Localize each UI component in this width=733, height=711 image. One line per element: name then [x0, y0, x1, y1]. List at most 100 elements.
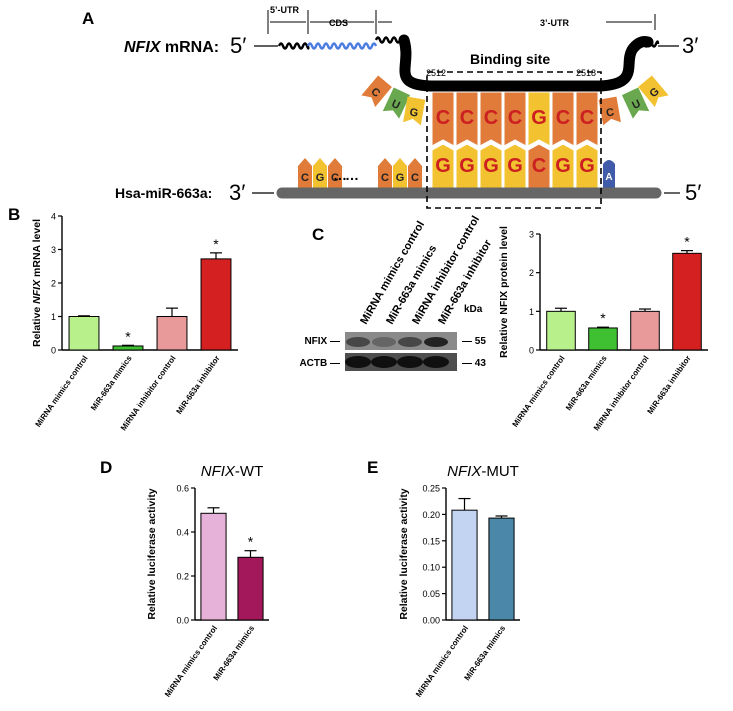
y-tick-label: 2 — [51, 279, 56, 289]
blot-band-nfix — [398, 337, 422, 347]
y-tick-label: 2 — [529, 268, 534, 278]
mirna-flank-base: G — [313, 158, 327, 188]
x-tick-label: MiRNA mimics control — [33, 354, 89, 429]
y-tick-label: 4 — [51, 212, 56, 222]
x-tick-label: MiR-663a inhibitor — [174, 354, 221, 416]
bar — [451, 509, 478, 621]
mrna-base — [455, 91, 479, 147]
blot-band-nfix — [372, 337, 396, 347]
svg-text:G: G — [316, 172, 325, 184]
blot-band-actb — [397, 356, 423, 368]
y-tick-label: 0.00 — [422, 616, 440, 626]
bar — [112, 345, 144, 351]
mrna-backbone — [398, 34, 654, 92]
panel-label-c: C — [312, 225, 324, 244]
blot-band-actb — [345, 356, 371, 368]
bar — [237, 556, 264, 621]
y-axis-label: Relative NFIX protein level — [498, 226, 510, 358]
significance-mark: * — [213, 236, 219, 252]
bar — [546, 310, 576, 351]
bar — [156, 316, 188, 351]
y-tick-label: 3 — [529, 230, 534, 240]
blot-size-43: — 43 — [462, 358, 486, 369]
x-tick-label: MiR-663a mimics — [212, 624, 257, 683]
mrna-flank-base: U — [382, 87, 411, 119]
y-tick-label: 0 — [51, 346, 56, 356]
svg-text:A: A — [605, 172, 612, 183]
pos-start: 2512 — [426, 68, 446, 78]
mirna-base — [551, 143, 575, 189]
bar — [68, 316, 100, 351]
mirna-flank-base: C — [378, 158, 392, 188]
y-tick-label: 0.15 — [422, 536, 440, 546]
y-tick-label: 0.10 — [422, 563, 440, 573]
mrna-base-letter: C — [460, 107, 474, 129]
mrna-flank-base: C — [598, 96, 621, 126]
mirna-base-a: A — [603, 160, 615, 188]
mrna-base — [527, 91, 551, 147]
mrna-base — [551, 91, 575, 147]
gap-dots: …… — [333, 167, 358, 183]
utr3-label: 3’-UTR — [540, 18, 570, 28]
mrna-base-letter: C — [556, 107, 570, 129]
x-tick-label: MiR-663a inhibitor — [645, 354, 692, 416]
mirna-base — [575, 143, 599, 189]
binding-site-box — [426, 71, 602, 209]
cds-label: CDS — [329, 18, 348, 28]
blot-band-nfix — [346, 337, 370, 347]
significance-mark: * — [248, 534, 254, 550]
blot-label-nfix: NFIX — — [304, 336, 340, 347]
panel-label-b: B — [8, 205, 20, 224]
panel-label-a: A — [82, 9, 94, 28]
mrna-base — [431, 91, 455, 147]
chart-title: NFIX-WT — [201, 463, 264, 480]
mrna-flank-base: G — [638, 75, 669, 107]
mirna-5prime: 5′ — [685, 180, 701, 205]
chart-title: NFIX-MUT — [447, 463, 519, 480]
y-tick-label: 0.2 — [176, 572, 189, 582]
panel-label-d: D — [100, 458, 112, 477]
x-tick-label: MiRNA mimics control — [163, 624, 219, 699]
mirna-flank-base: C — [298, 158, 312, 188]
mirna-base-letter: G — [555, 155, 571, 177]
blot-band-nfix — [424, 337, 448, 347]
mirna-base-letter: G — [579, 155, 595, 177]
mrna-base — [503, 91, 527, 147]
mirna-base — [527, 143, 551, 189]
bar — [488, 517, 515, 621]
x-tick-label: MiR-663a mimics — [463, 624, 508, 683]
svg-text:C: C — [411, 172, 419, 184]
pos-end: 2518 — [576, 68, 596, 78]
svg-text:G: G — [396, 172, 405, 184]
panel-label-e: E — [367, 458, 378, 477]
x-tick-label: MiRNA mimics control — [414, 624, 470, 699]
y-tick-label: 0.25 — [422, 484, 440, 494]
bar — [630, 310, 660, 351]
mirna-base-letter: G — [459, 155, 475, 177]
bar — [672, 252, 702, 351]
mirna-base-letter: C — [532, 155, 546, 177]
utr-brackets — [267, 10, 656, 34]
significance-mark: * — [684, 234, 690, 250]
binding-site-label: Binding site — [470, 51, 550, 67]
mirna-3prime: 3′ — [229, 180, 245, 205]
bar — [588, 327, 618, 351]
svg-text:C: C — [331, 172, 339, 184]
mirna-base — [455, 143, 479, 189]
mrna-label: NFIX mRNA: — [124, 39, 219, 56]
significance-mark: * — [125, 328, 131, 344]
y-axis-label: Relative NFIX mRNA level — [31, 219, 43, 347]
mrna-base-letter: C — [580, 107, 594, 129]
mrna-base-letter: C — [436, 107, 450, 129]
mrna-3prime: 3′ — [682, 33, 698, 58]
mrna-5prime: 5′ — [230, 33, 246, 58]
mirna-base-letter: G — [483, 155, 499, 177]
blot-label-actb: ACTB — — [299, 358, 340, 369]
svg-text:G: G — [409, 106, 420, 119]
y-tick-label: 3 — [51, 245, 56, 255]
mrna-base-letter: C — [484, 107, 498, 129]
